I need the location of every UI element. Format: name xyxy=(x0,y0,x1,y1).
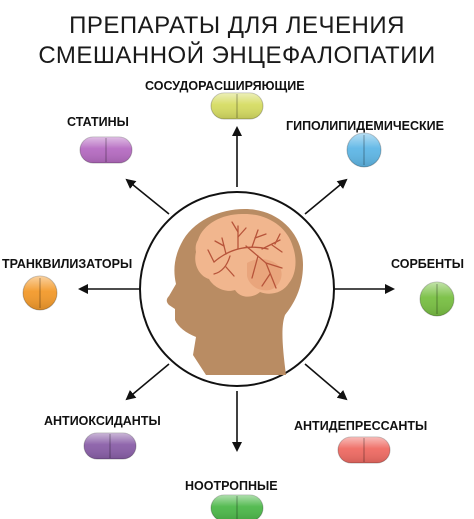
label-statins: СТАТИНЫ xyxy=(67,115,129,129)
pill-antidepressants-icon xyxy=(337,436,391,464)
pill-antioxidants-icon xyxy=(83,432,137,460)
arrows xyxy=(78,126,395,452)
arrow-up-left xyxy=(125,178,170,215)
label-sorbents: СОРБЕНТЫ xyxy=(391,257,464,271)
pill-vasodilators-icon xyxy=(210,92,264,120)
pill-statins-icon xyxy=(79,136,133,164)
title-line-2: СМЕШАННОЙ ЭНЦЕФАЛОПАТИИ xyxy=(38,42,436,69)
pill-sorbents-icon xyxy=(419,281,455,317)
pill-nootropics-icon xyxy=(210,494,264,519)
label-hypolipidemic: ГИПОЛИПИДЕМИЧЕСКИЕ xyxy=(286,119,444,133)
arrow-down-right xyxy=(304,363,348,401)
label-antioxidants: АНТИОКСИДАНТЫ xyxy=(44,414,161,428)
label-nootropics: НООТРОПНЫЕ xyxy=(185,479,278,493)
pills xyxy=(22,92,455,519)
title-line-1: ПРЕПАРАТЫ ДЛЯ ЛЕЧЕНИЯ xyxy=(69,12,405,39)
pill-hypolipidemic-icon xyxy=(346,132,382,168)
label-antidepressants: АНТИДЕПРЕССАНТЫ xyxy=(294,419,428,433)
label-tranquilizers: ТРАНКВИЛИЗАТОРЫ xyxy=(2,257,133,271)
arrow-down-left xyxy=(125,363,170,401)
brain-icon xyxy=(195,213,296,297)
label-vasodilators: СОСУДОРАСШИРЯЮЩИЕ xyxy=(145,79,305,93)
arrow-up-right xyxy=(304,178,348,215)
pill-tranquilizers-icon xyxy=(22,275,58,311)
